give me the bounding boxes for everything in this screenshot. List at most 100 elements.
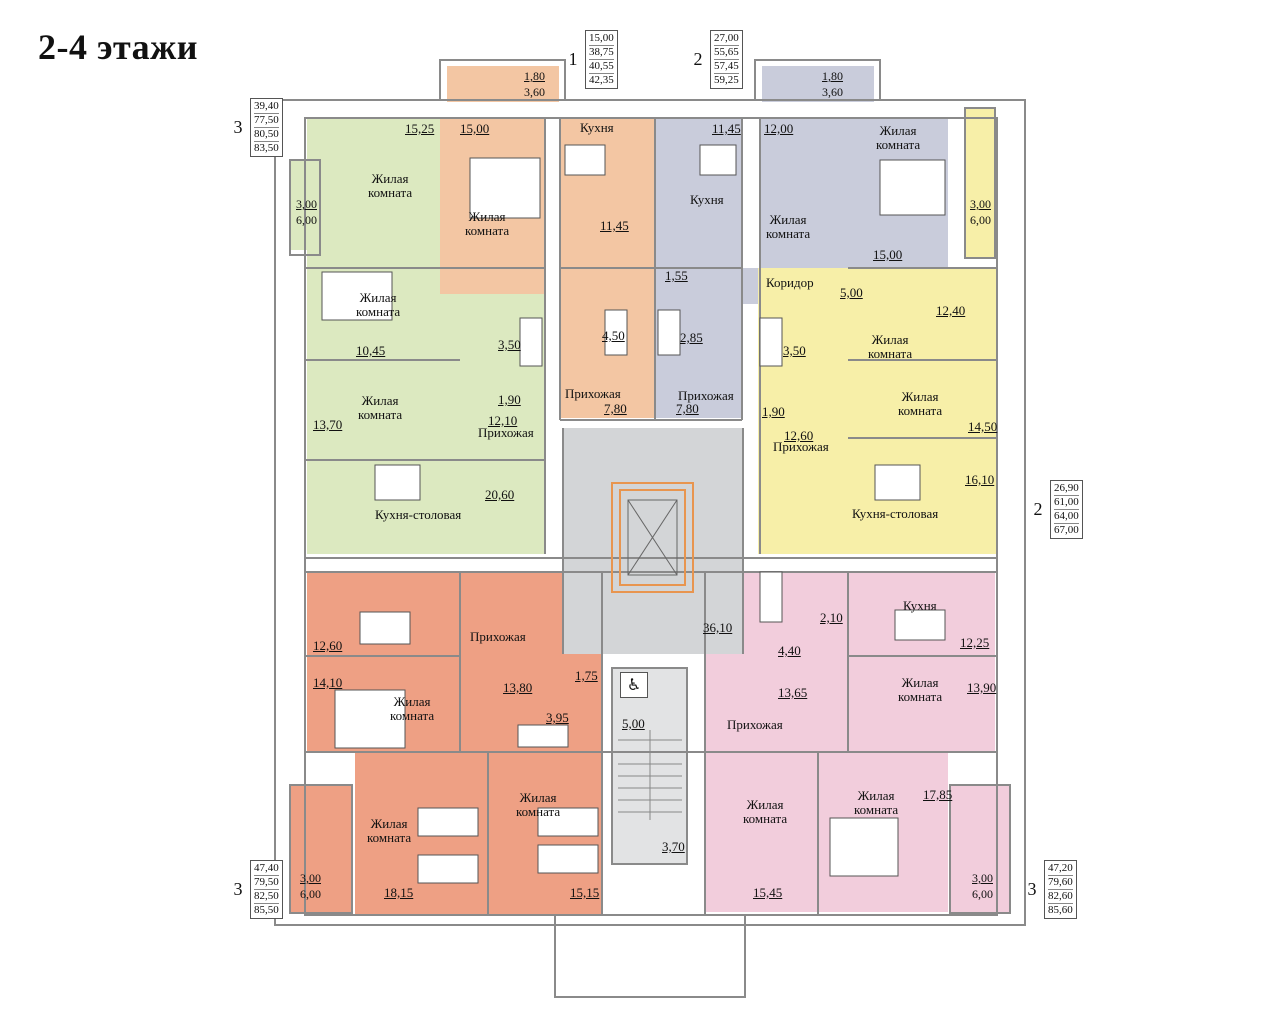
- room-area: 20,60: [485, 487, 515, 502]
- page-title: 2-4 этажи: [38, 27, 199, 67]
- room-area: 5,00: [840, 285, 863, 300]
- area-table-value: 82,60: [1048, 890, 1073, 904]
- apt-peach-balcony: [447, 66, 559, 102]
- area-table-1: 1 15,00 38,75 40,55 42,35: [565, 30, 618, 89]
- room-area: 1,75: [575, 668, 598, 683]
- balcony-area: 1,80 3,60: [524, 68, 545, 100]
- room-area: 2,10: [820, 610, 843, 625]
- area-table-value: 39,40: [254, 100, 279, 114]
- balcony-area-value: 6,00: [296, 213, 317, 227]
- area-table-4: 2 26,90 61,00 64,00 67,00: [1030, 480, 1083, 539]
- room-label-line: Жилая: [871, 332, 909, 347]
- area-table-values: 26,90 61,00 64,00 67,00: [1050, 480, 1083, 539]
- balcony-area: 3,00 6,00: [296, 196, 317, 228]
- room-label-line: Жилая: [519, 790, 557, 805]
- area-table-value: 42,35: [589, 74, 614, 86]
- room-label-line: комната: [516, 804, 561, 819]
- area-table-6: 3 47,20 79,60 82,60 85,60: [1024, 860, 1077, 919]
- balcony-area-value: 1,80: [822, 69, 843, 83]
- balcony-area-value: 3,60: [524, 85, 545, 99]
- area-table-value: 15,00: [589, 32, 614, 46]
- room-label-line: Жилая: [370, 816, 408, 831]
- room-area: 3,70: [662, 839, 685, 854]
- room-label-line: Жилая: [359, 290, 397, 305]
- balcony-area-value: 6,00: [300, 887, 321, 901]
- area-table-value: 85,60: [1048, 904, 1073, 916]
- room-label-line: Жилая: [857, 788, 895, 803]
- room-label-line: Жилая: [393, 694, 431, 709]
- wheelchair-icon: ♿: [620, 672, 648, 698]
- room-label: Кухня: [690, 192, 724, 207]
- area-table-value: 47,20: [1048, 862, 1073, 876]
- room-label-line: комната: [876, 137, 921, 152]
- room-label-line: Жилая: [746, 797, 784, 812]
- room-label-line: комната: [868, 346, 913, 361]
- balcony-area-value: 3,60: [822, 85, 843, 99]
- balcony-area: 3,00 6,00: [970, 196, 991, 228]
- room-label-line: комната: [898, 689, 943, 704]
- room-label-line: комната: [368, 185, 413, 200]
- room-area: 3,50: [783, 343, 806, 358]
- room-label-line: комната: [743, 811, 788, 826]
- room-area: 12,40: [936, 303, 966, 318]
- area-table-value: 26,90: [1054, 482, 1079, 496]
- room-label: Кухня: [580, 120, 614, 135]
- room-area: 11,45: [600, 218, 629, 233]
- room-label-line: комната: [766, 226, 811, 241]
- area-table-value: 80,50: [254, 128, 279, 142]
- room-label-line: комната: [465, 223, 510, 238]
- room-area: 1,90: [498, 392, 521, 407]
- area-table-value: 82,50: [254, 890, 279, 904]
- area-table-2: 2 27,00 55,65 57,45 59,25: [690, 30, 743, 89]
- room-label: Коридор: [766, 275, 814, 290]
- room-label: Кухня: [903, 598, 937, 613]
- room-label: Прихожая: [727, 717, 783, 732]
- room-label-line: комната: [356, 304, 401, 319]
- room-area: 36,10: [703, 620, 733, 635]
- room-area: 15,45: [753, 885, 783, 900]
- area-table-value: 79,50: [254, 876, 279, 890]
- area-table-apt-number: 1: [568, 49, 578, 69]
- lift-hall-fill: [563, 428, 743, 654]
- room-area: 7,80: [676, 401, 699, 416]
- room-area: 15,25: [405, 121, 435, 136]
- balcony-area-value: 3,00: [972, 871, 993, 885]
- room-label-line: комната: [367, 830, 412, 845]
- room-area: 13,65: [778, 685, 808, 700]
- balcony-area: 1,80 3,60: [822, 68, 843, 100]
- area-table-values: 39,40 77,50 80,50 83,50: [250, 98, 283, 157]
- room-area: 2,85: [680, 330, 703, 345]
- room-label-line: комната: [390, 708, 435, 723]
- room-area: 1,90: [762, 404, 785, 419]
- room-label-line: Жилая: [371, 171, 409, 186]
- room-area: 12,10: [488, 413, 518, 428]
- room-label: Прихожая: [678, 388, 734, 403]
- room-area: 7,80: [604, 401, 627, 416]
- apt-yellow-balcony: [965, 108, 995, 258]
- room-area: 15,00: [460, 121, 490, 136]
- area-table-value: 61,00: [1054, 496, 1079, 510]
- area-table-apt-number: 3: [233, 879, 243, 899]
- room-label-line: комната: [898, 403, 943, 418]
- room-area: 3,50: [498, 337, 521, 352]
- room-area: 1,55: [665, 268, 688, 283]
- room-label-line: комната: [358, 407, 403, 422]
- area-table-value: 79,60: [1048, 876, 1073, 890]
- balcony-area: 3,00 6,00: [972, 870, 993, 902]
- room-area: 12,60: [313, 638, 343, 653]
- area-table-value: 38,75: [589, 46, 614, 60]
- balcony-area-value: 1,80: [524, 69, 545, 83]
- area-table-value: 59,25: [714, 74, 739, 86]
- room-area: 14,50: [968, 419, 998, 434]
- area-table-value: 47,40: [254, 862, 279, 876]
- room-area: 13,80: [503, 680, 533, 695]
- room-area: 5,00: [622, 716, 645, 731]
- room-area: 12,25: [960, 635, 990, 650]
